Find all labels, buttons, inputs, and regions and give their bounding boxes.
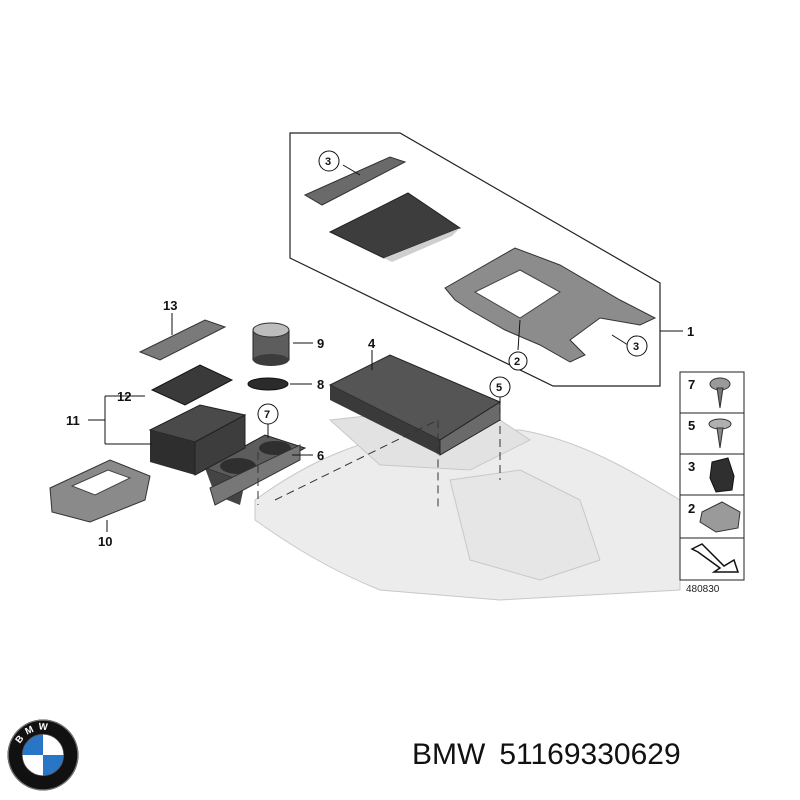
label-7: 7	[264, 409, 270, 421]
legend-label-2: 2	[688, 501, 695, 516]
round-mat	[247, 377, 289, 391]
flat-mat	[138, 319, 227, 361]
label-10: 10	[98, 534, 112, 549]
label-5: 5	[496, 382, 502, 394]
textured-mat	[150, 364, 234, 406]
bmw-logo-icon: BMW	[7, 719, 79, 791]
callout-7	[257, 403, 279, 425]
label-12: 12	[117, 389, 131, 404]
dashed-leaders	[257, 400, 501, 510]
callout-5	[489, 376, 511, 398]
label-4: 4	[368, 336, 376, 351]
small-parts-legend: 7 5 3 2	[679, 371, 745, 581]
part-number: 51169330629	[499, 738, 681, 771]
legend-label-5: 5	[688, 418, 695, 433]
callout-3-right	[626, 335, 648, 357]
label-3-top: 3	[325, 156, 331, 168]
clip-3-icon	[709, 457, 735, 493]
reference-number: 480830	[686, 584, 720, 595]
label-2: 2	[514, 356, 520, 368]
label-8: 8	[317, 377, 324, 392]
label-9: 9	[317, 336, 324, 351]
label-11: 11	[66, 413, 80, 428]
cup-insert	[252, 322, 290, 366]
screw-7-icon	[709, 377, 731, 409]
trim-frame	[444, 247, 657, 363]
callout-3-top	[318, 150, 340, 172]
trim-strip	[303, 156, 407, 206]
part-caption: BMW 51169330629	[412, 738, 695, 772]
clip-2-icon	[699, 501, 741, 533]
cover-panel	[328, 192, 462, 259]
label-6: 6	[317, 448, 324, 463]
label-13: 13	[163, 298, 177, 313]
brand-name: BMW	[412, 738, 486, 771]
label-3-right: 3	[633, 341, 639, 353]
arrow-icon	[690, 543, 740, 573]
trim-group-outline	[289, 132, 661, 387]
legend-label-3: 3	[688, 459, 695, 474]
leader-lines	[88, 164, 683, 532]
callout-2	[508, 351, 528, 371]
label-1: 1	[687, 324, 694, 339]
screw-5-icon	[708, 418, 732, 449]
legend-label-7: 7	[688, 377, 695, 392]
